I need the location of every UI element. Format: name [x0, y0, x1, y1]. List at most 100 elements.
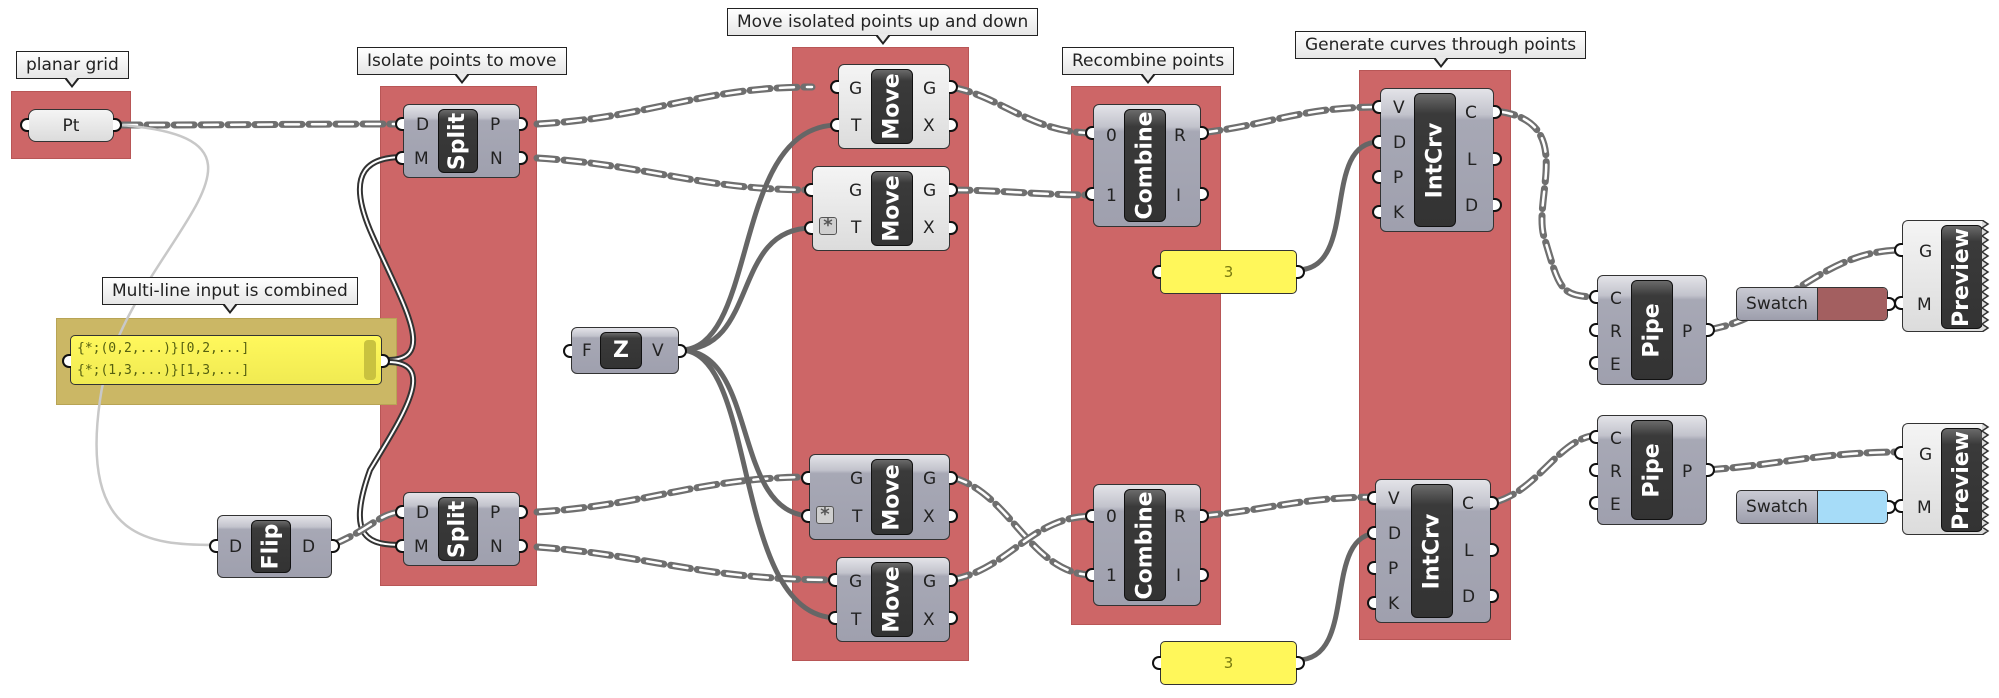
- pattern-panel[interactable]: {*;(0,2,...)}[0,2,...] {*;(1,3,...)}[1,3…: [70, 335, 382, 385]
- output-grip[interactable]: [113, 118, 122, 132]
- swatch-bottom[interactable]: Swatch: [1736, 490, 1888, 524]
- output-grip[interactable]: [1296, 656, 1305, 670]
- input-grip-p[interactable]: [1367, 561, 1376, 575]
- unit-z-component[interactable]: F Z V: [571, 327, 679, 374]
- split-component-top[interactable]: D M Split P N: [403, 104, 520, 178]
- output-grip-c[interactable]: [1490, 496, 1499, 510]
- input-grip-e[interactable]: [1589, 356, 1598, 370]
- input-grip-c[interactable]: [1589, 290, 1598, 304]
- point-param[interactable]: Pt: [28, 109, 114, 142]
- input-grip-m[interactable]: [1894, 499, 1903, 513]
- output-grip-n[interactable]: [519, 151, 528, 165]
- output-grip-n[interactable]: [519, 539, 528, 553]
- input-grip-d[interactable]: [395, 117, 404, 131]
- degree-panel-bottom[interactable]: 3: [1160, 641, 1297, 685]
- output-grip-i[interactable]: [1200, 568, 1209, 582]
- input-grip-g[interactable]: [1894, 243, 1903, 257]
- output-grip-p[interactable]: [1706, 323, 1715, 337]
- swatch-color-blue[interactable]: [1818, 491, 1887, 523]
- input-grip-m[interactable]: [395, 539, 404, 553]
- output-grip[interactable]: [1296, 265, 1305, 279]
- output-grip-g[interactable]: [949, 183, 958, 197]
- input-grip-g[interactable]: [1894, 446, 1903, 460]
- output-grip-x[interactable]: [949, 611, 958, 625]
- input-grip-t[interactable]: [804, 221, 813, 235]
- input-grip-d[interactable]: [1367, 526, 1376, 540]
- output-grip-d[interactable]: [1490, 589, 1499, 603]
- output-grip-r[interactable]: [1200, 126, 1209, 140]
- input-grip-t[interactable]: [828, 611, 837, 625]
- input-grip-g[interactable]: [804, 183, 813, 197]
- flip-component[interactable]: D Flip D: [217, 515, 332, 578]
- wire-move4-to-combine2: [946, 512, 1097, 584]
- input-grip-k[interactable]: [1372, 205, 1381, 219]
- degree-panel-top[interactable]: 3: [1160, 250, 1297, 294]
- input-label-e: E: [1610, 495, 1621, 515]
- input-grip-d[interactable]: [395, 505, 404, 519]
- output-grip-c[interactable]: [1493, 105, 1502, 119]
- input-grip[interactable]: [209, 539, 218, 553]
- input-label-c: C: [1610, 429, 1622, 449]
- panel-scrollbar[interactable]: [364, 340, 376, 380]
- input-grip-0[interactable]: [1085, 126, 1094, 140]
- input-grip-v[interactable]: [1372, 100, 1381, 114]
- input-grip-m[interactable]: [1894, 296, 1903, 310]
- move-component-1[interactable]: G T Move G X: [838, 64, 950, 149]
- output-grip-d[interactable]: [1493, 198, 1502, 212]
- input-grip-r[interactable]: [1589, 463, 1598, 477]
- swatch-top[interactable]: Swatch: [1736, 287, 1888, 321]
- pipe-component-bottom[interactable]: C R E Pipe P: [1597, 415, 1707, 525]
- output-grip-p[interactable]: [519, 117, 528, 131]
- output-grip[interactable]: [331, 539, 340, 553]
- output-grip-p[interactable]: [1706, 463, 1715, 477]
- output-grip[interactable]: [381, 354, 390, 368]
- input-grip-0[interactable]: [1085, 509, 1094, 523]
- output-grip-l[interactable]: [1493, 152, 1502, 166]
- input-grip-k[interactable]: [1367, 596, 1376, 610]
- combine-component-bottom[interactable]: 0 1 Combine R I: [1093, 484, 1201, 606]
- input-grip-1[interactable]: [1085, 187, 1094, 201]
- move-component-3[interactable]: * G T Move G X: [809, 454, 950, 540]
- input-grip[interactable]: [1152, 265, 1161, 279]
- input-grip-1[interactable]: [1085, 568, 1094, 582]
- input-grip[interactable]: [1152, 656, 1161, 670]
- output-grip-x[interactable]: [949, 118, 958, 132]
- move-component-4[interactable]: G T Move G X: [836, 557, 950, 642]
- output-grip-l[interactable]: [1490, 543, 1499, 557]
- input-grip[interactable]: [20, 118, 29, 132]
- input-grip-p[interactable]: [1372, 170, 1381, 184]
- input-grip-g[interactable]: [828, 573, 837, 587]
- swatch-color-red[interactable]: [1818, 288, 1887, 320]
- output-grip-g[interactable]: [949, 80, 958, 94]
- output-grip-x[interactable]: [949, 221, 958, 235]
- input-grip-t[interactable]: [830, 118, 839, 132]
- output-grip-g[interactable]: [949, 471, 958, 485]
- split-component-bottom[interactable]: D M Split P N: [403, 492, 520, 566]
- output-grip[interactable]: [678, 344, 687, 358]
- intcrv-component-bottom[interactable]: V D P K IntCrv C L D: [1375, 479, 1491, 623]
- preview-component-top[interactable]: G M Preview: [1902, 220, 1983, 332]
- output-grip-g[interactable]: [949, 573, 958, 587]
- input-grip-v[interactable]: [1367, 491, 1376, 505]
- input-grip-e[interactable]: [1589, 496, 1598, 510]
- input-grip[interactable]: [62, 354, 71, 368]
- combine-component-top[interactable]: 0 1 Combine R I: [1093, 104, 1201, 227]
- output-grip-x[interactable]: [949, 509, 958, 523]
- annotation-generate-curves: Generate curves through points: [1295, 31, 1587, 68]
- output-grip-i[interactable]: [1200, 187, 1209, 201]
- move-component-2[interactable]: * G T Move G X: [812, 166, 950, 251]
- intcrv-component-top[interactable]: V D P K IntCrv C L D: [1380, 88, 1494, 232]
- input-grip-m[interactable]: [395, 151, 404, 165]
- input-grip-c[interactable]: [1589, 430, 1598, 444]
- pipe-component-top[interactable]: C R E Pipe P: [1597, 275, 1707, 385]
- input-grip-d[interactable]: [1372, 135, 1381, 149]
- input-grip-g[interactable]: [801, 471, 810, 485]
- output-grip-p[interactable]: [519, 505, 528, 519]
- preview-component-bottom[interactable]: G M Preview: [1902, 423, 1983, 535]
- output-grip-r[interactable]: [1200, 509, 1209, 523]
- swatch-label: Swatch: [1737, 288, 1818, 320]
- input-grip-r[interactable]: [1589, 323, 1598, 337]
- input-grip[interactable]: [563, 344, 572, 358]
- input-grip-g[interactable]: [830, 80, 839, 94]
- input-grip-t[interactable]: [801, 509, 810, 523]
